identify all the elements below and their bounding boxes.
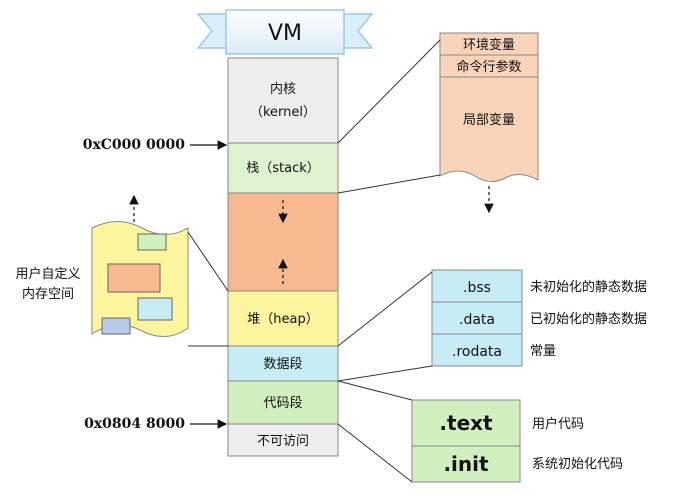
memory-block-cyan xyxy=(137,297,173,321)
init-box xyxy=(411,445,521,483)
heap-label: 堆（heap） xyxy=(247,312,318,327)
rodata-box xyxy=(431,333,523,367)
rodata-label: .rodata xyxy=(452,344,502,360)
address-markers: 0xC000 0000 0x0804 8000 xyxy=(83,137,228,432)
text-box xyxy=(411,399,521,447)
data-connector-bottom xyxy=(337,365,433,382)
kernel-label: 内核 xyxy=(270,81,296,97)
bss-label: .bss xyxy=(463,280,491,296)
text-start-address: 0x0804 8000 xyxy=(84,416,185,432)
stack-segment xyxy=(227,142,339,194)
data-label: .data xyxy=(459,312,495,328)
rodata-description: 常量 xyxy=(530,344,556,359)
data-box xyxy=(431,301,523,335)
memory-block-orange xyxy=(107,263,161,293)
data-segment-label: 数据段 xyxy=(263,357,302,372)
data-segment xyxy=(227,345,339,382)
memory-block-blue xyxy=(101,317,131,335)
free-space-segment xyxy=(227,192,339,292)
code-segment xyxy=(227,380,339,425)
kernel-sublabel: （kernel） xyxy=(250,105,316,120)
heap-segment xyxy=(227,290,339,347)
user-memory-panel xyxy=(91,194,189,337)
banner-title: VM xyxy=(268,21,302,46)
text-description: 用户代码 xyxy=(532,416,584,432)
code-connector-top xyxy=(337,380,413,401)
vm-banner: VM xyxy=(196,9,374,55)
code-segment-label: 代码段 xyxy=(263,396,302,411)
unreachable-label: 不可访问 xyxy=(257,434,309,449)
stack-detail-connector-top xyxy=(337,39,441,144)
bss-box xyxy=(431,269,523,303)
user-memory-connector-top xyxy=(187,231,229,292)
args-row xyxy=(439,54,539,78)
bss-description: 未初始化的静态数据 xyxy=(530,279,647,295)
stack-detail-connector-bottom xyxy=(337,174,441,194)
text-section-label: .text xyxy=(439,411,493,435)
data-description: 已初始化的静态数据 xyxy=(530,311,647,327)
env-label: 环境变量 xyxy=(463,37,515,53)
data-connector-top xyxy=(337,271,433,347)
memory-column: 内核 （kernel） 栈（stack） 堆（heap） 数据段 代码段 不可访… xyxy=(227,57,339,457)
init-section-label: .init xyxy=(443,452,489,476)
memory-block-green xyxy=(137,233,167,251)
args-label: 命令行参数 xyxy=(456,59,521,75)
stack-label: 栈（stack） xyxy=(246,161,320,176)
kernel-boundary-address: 0xC000 0000 xyxy=(83,137,186,153)
stack-detail-panel: 环境变量 命令行参数 局部变量 xyxy=(439,32,539,214)
code-connector-bottom xyxy=(337,423,413,483)
kernel-segment xyxy=(227,57,339,144)
user-memory-label-line2: 内存空间 xyxy=(22,286,74,302)
data-sections-panel: .bss .data .rodata xyxy=(431,269,523,367)
init-description: 系统初始化代码 xyxy=(532,457,623,472)
user-memory-label-line1: 用户自定义 xyxy=(15,266,80,282)
unreachable-segment xyxy=(227,423,339,457)
code-sections-panel: .text .init xyxy=(411,399,521,483)
locals-label: 局部变量 xyxy=(463,112,515,128)
